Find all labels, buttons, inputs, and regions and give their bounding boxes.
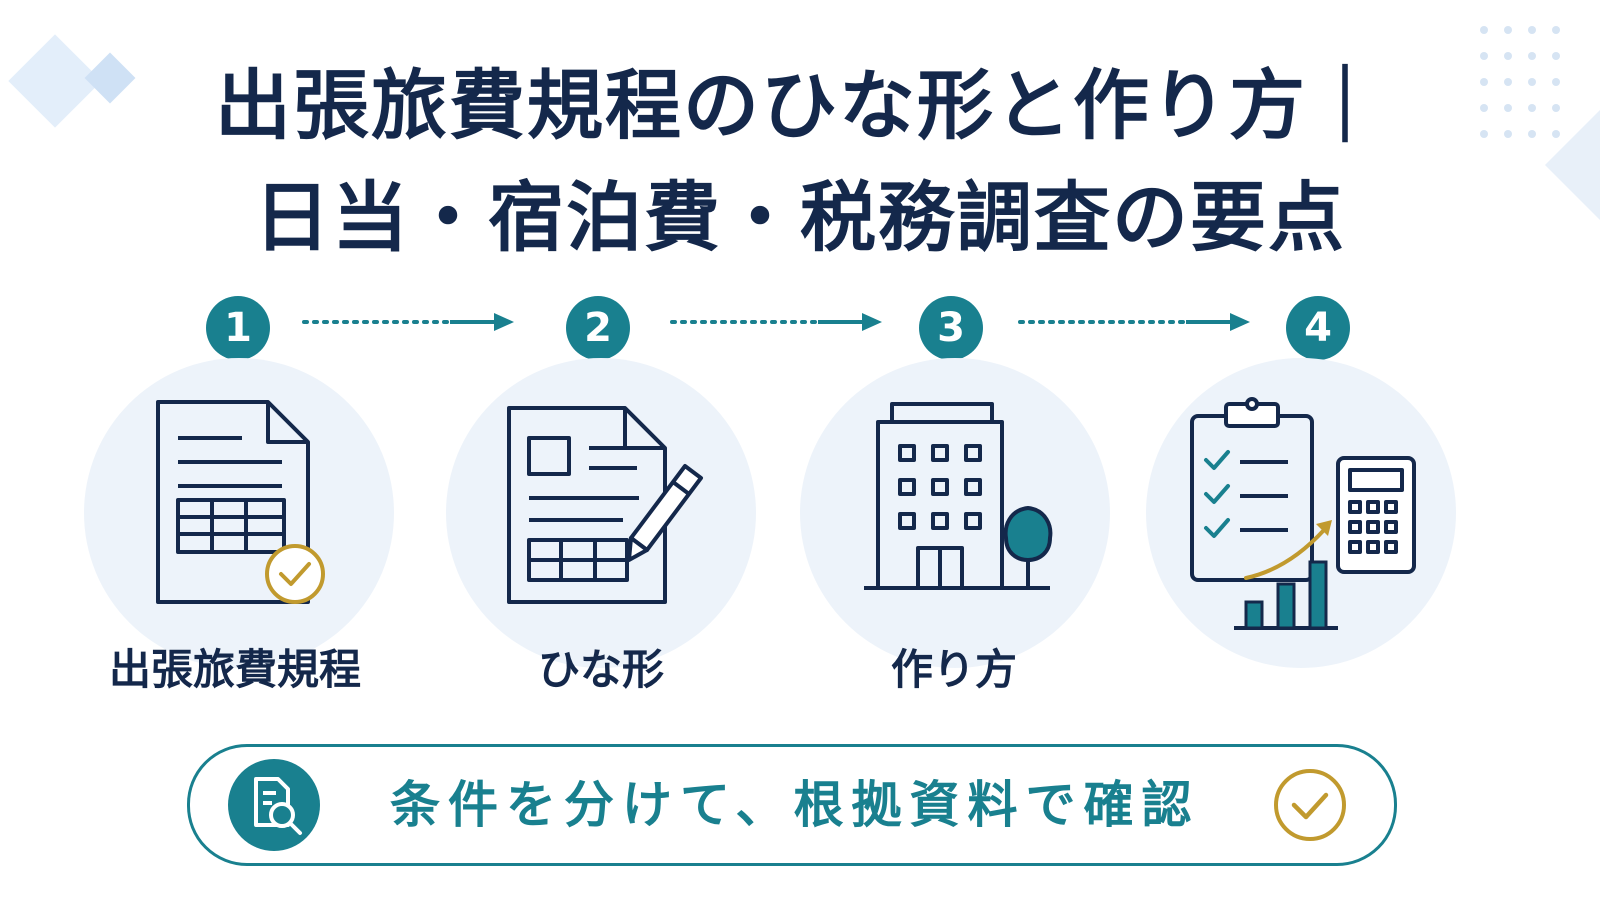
dotted-arrow-icon xyxy=(302,313,514,331)
step-label: 作り方 xyxy=(890,645,1017,694)
step-number-badge: 3 xyxy=(919,296,983,360)
document-search-icon xyxy=(228,759,320,851)
step-number-badge: 4 xyxy=(1286,296,1350,360)
step-background-circle xyxy=(84,358,394,668)
step-label: ひな形 xyxy=(537,645,664,694)
summary-text: 条件を分けて、根拠資料で確認 xyxy=(390,776,1200,834)
title-line-1: 出張旅費規程のひな形と作り方｜ xyxy=(215,61,1385,150)
summary-banner: 条件を分けて、根拠資料で確認 xyxy=(187,744,1397,866)
form-pencil-icon xyxy=(507,406,703,604)
step-number-badge: 2 xyxy=(566,296,630,360)
building-tree-icon xyxy=(864,402,1053,590)
decorative-corner-diamond xyxy=(1545,110,1600,220)
decorative-dot-grid xyxy=(1480,26,1560,138)
document-table-check-icon xyxy=(156,400,325,604)
page-title: 出張旅費規程のひな形と作り方｜ 日当・宿泊費・税務調査の要点 xyxy=(0,50,1600,274)
title-line-2: 日当・宿泊費・税務調査の要点 xyxy=(254,173,1346,262)
step-number-badge: 1 xyxy=(206,296,270,360)
dotted-arrow-icon xyxy=(1018,313,1250,331)
clipboard-calculator-chart-icon xyxy=(1190,397,1416,630)
step-background-circle xyxy=(800,358,1110,668)
decorative-diamonds xyxy=(8,34,136,128)
dotted-arrow-icon xyxy=(670,313,882,331)
step-label: 出張旅費規程 xyxy=(108,645,361,694)
check-circle-icon xyxy=(1274,769,1346,841)
